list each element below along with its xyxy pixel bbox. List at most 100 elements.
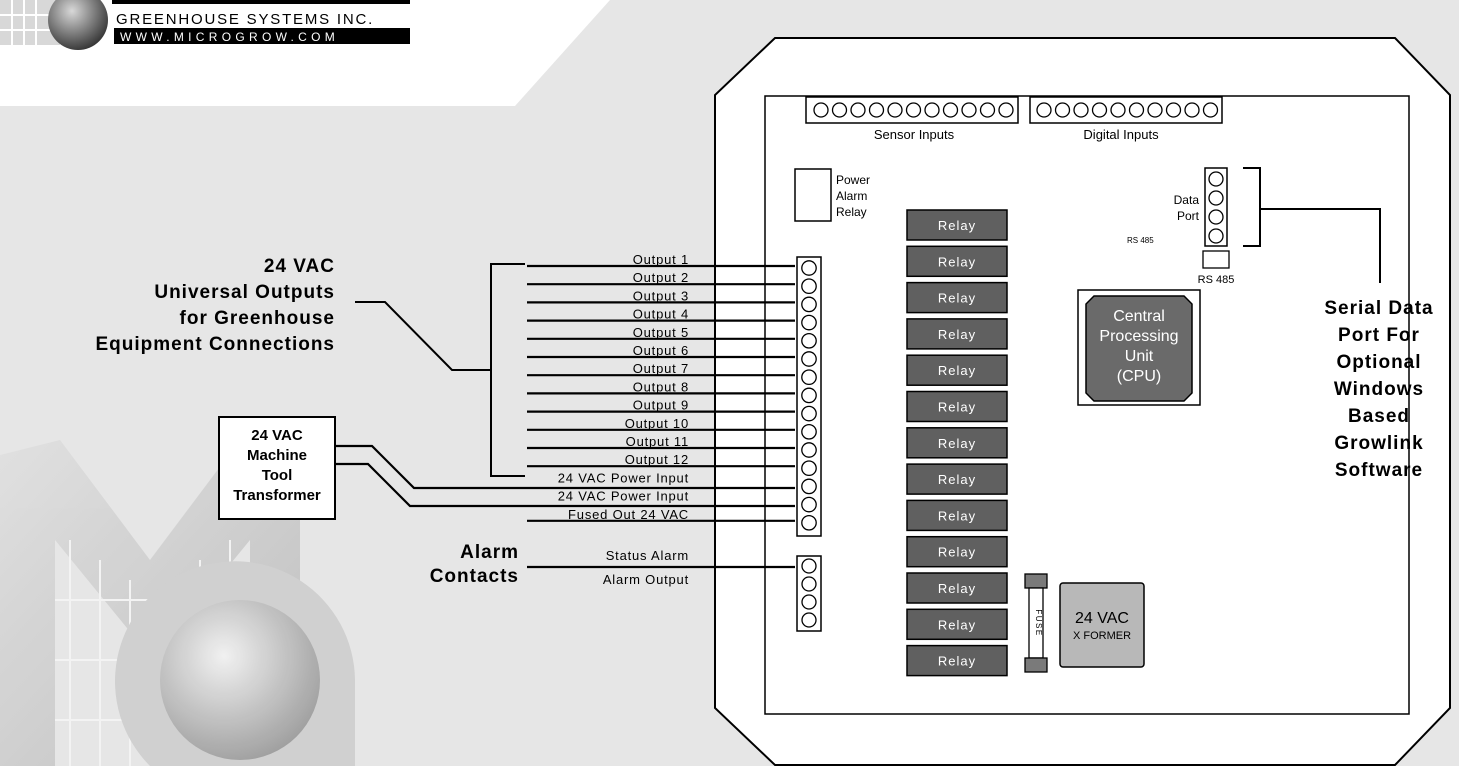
terminal-label: Output 3 bbox=[633, 288, 689, 303]
watermark-globe-icon bbox=[160, 600, 320, 760]
data-port-pin bbox=[1208, 190, 1224, 206]
terminal-label: Output 8 bbox=[633, 379, 689, 394]
outputs-callout-2: Universal Outputs bbox=[154, 282, 335, 303]
output-terminal-screw bbox=[801, 387, 817, 404]
sensor-input-pin bbox=[979, 102, 996, 118]
sensor-input-pin bbox=[998, 102, 1014, 118]
transformer-label-1: 24 VAC bbox=[251, 427, 303, 444]
relay-module bbox=[906, 245, 1008, 278]
outputs-bracket bbox=[355, 263, 525, 477]
power-alarm-relay bbox=[794, 168, 832, 222]
serial-callout-line: Based bbox=[1348, 406, 1410, 427]
cpu-label-3: Unit bbox=[1125, 348, 1154, 365]
digital-input-pin bbox=[1147, 102, 1163, 118]
digital-input-pin bbox=[1165, 102, 1182, 118]
data-port-pin bbox=[1208, 209, 1224, 225]
digital-input-pin bbox=[1128, 102, 1145, 118]
outputs-callout-3: for Greenhouse bbox=[180, 308, 335, 329]
xformer-block bbox=[1059, 582, 1145, 668]
terminal-label: Output 10 bbox=[625, 416, 689, 431]
relay-bank: RelayRelayRelayRelayRelayRelayRelayRelay… bbox=[906, 209, 1008, 677]
terminal-label: Output 5 bbox=[633, 325, 689, 340]
power-alarm-relay-label-2: Alarm bbox=[836, 189, 867, 203]
relay-label: Relay bbox=[938, 545, 976, 560]
relay-module bbox=[906, 318, 1008, 350]
relay-module bbox=[906, 354, 1008, 386]
serial-callout-line: Optional bbox=[1336, 352, 1421, 373]
digital-input-pin bbox=[1202, 102, 1219, 118]
digital-inputs-label: Digital Inputs bbox=[1083, 127, 1159, 142]
sensor-input-pin bbox=[961, 102, 977, 118]
output-terminal-screw bbox=[801, 278, 817, 295]
digital-input-pin bbox=[1091, 102, 1108, 118]
serial-callout-line: Port For bbox=[1338, 325, 1420, 346]
relay-module bbox=[906, 463, 1008, 495]
sensor-input-pin bbox=[887, 102, 903, 118]
alarm-callout-2: Contacts bbox=[430, 566, 519, 587]
serial-callout-line: Software bbox=[1335, 460, 1423, 481]
relay-module bbox=[906, 608, 1008, 641]
sensor-input-pin bbox=[942, 102, 959, 118]
output-terminal-screw bbox=[801, 478, 817, 495]
relay-module bbox=[906, 572, 1008, 604]
sensor-input-pin bbox=[905, 102, 922, 118]
output-terminal-screw bbox=[801, 369, 817, 386]
transformer-label-2: Machine bbox=[247, 447, 307, 464]
sensor-input-pin bbox=[813, 102, 829, 118]
terminal-label: Output 9 bbox=[633, 398, 689, 413]
relay-module bbox=[906, 427, 1008, 459]
transformer-label-3: Tool bbox=[262, 467, 293, 484]
fuse-label: FUSE bbox=[1034, 609, 1043, 636]
output-terminal-screw bbox=[801, 423, 817, 440]
terminal-label: 24 VAC Power Input bbox=[558, 489, 689, 504]
data-port-pin bbox=[1208, 171, 1224, 187]
data-port-label-2: Port bbox=[1177, 209, 1200, 223]
relay-label: Relay bbox=[938, 400, 976, 415]
serial-port-bracket bbox=[1243, 167, 1381, 283]
terminal-label: Output 7 bbox=[633, 361, 689, 376]
terminal-label: 24 VAC Power Input bbox=[558, 470, 689, 485]
relay-module bbox=[906, 535, 1008, 568]
digital-input-pin bbox=[1054, 102, 1071, 118]
output-terminal-screw bbox=[801, 460, 817, 477]
relay-module bbox=[906, 390, 1008, 423]
relay-module bbox=[906, 644, 1008, 677]
output-terminal-screw bbox=[801, 296, 817, 313]
watermark-logo bbox=[0, 440, 355, 766]
relay-label: Relay bbox=[938, 436, 976, 451]
power-alarm-relay-label-1: Power bbox=[836, 173, 870, 187]
rs485-label: RS 485 bbox=[1198, 274, 1235, 286]
data-port-pin bbox=[1208, 228, 1224, 244]
terminal-label: Output 1 bbox=[633, 252, 689, 267]
terminal-label: Output 11 bbox=[626, 434, 689, 449]
alarm-terminal-screw bbox=[801, 576, 817, 592]
terminal-label: Output 6 bbox=[633, 343, 689, 358]
relay-label: Relay bbox=[938, 617, 976, 632]
transformer-power-wires bbox=[335, 444, 795, 508]
company-logo: GREENHOUSE SYSTEMS INC. WWW.MICROGROW.CO… bbox=[0, 0, 410, 50]
cpu-label-4: (CPU) bbox=[1117, 368, 1161, 385]
sensor-input-pin bbox=[924, 102, 940, 118]
relay-module bbox=[906, 281, 1008, 314]
cpu-chip bbox=[1085, 295, 1193, 402]
relay-label: Relay bbox=[938, 363, 976, 378]
digital-input-pin bbox=[1073, 102, 1089, 118]
output-terminal-screw bbox=[801, 514, 817, 531]
relay-label: Relay bbox=[938, 472, 976, 487]
digital-input-pin bbox=[1184, 102, 1200, 118]
cpu-label-1: Central bbox=[1113, 308, 1165, 325]
terminal-label: Output 4 bbox=[633, 307, 689, 322]
relay-module bbox=[906, 209, 1008, 241]
output-terminal-screw bbox=[801, 260, 817, 276]
relay-label: Relay bbox=[938, 508, 976, 523]
relay-label: Relay bbox=[938, 581, 976, 596]
rs485-jumper bbox=[1202, 250, 1230, 269]
alarm-terminal-screw bbox=[801, 594, 817, 610]
globe-icon bbox=[48, 0, 108, 50]
fuse: FUSE bbox=[1024, 573, 1048, 673]
power-alarm-relay-label-3: Relay bbox=[836, 205, 867, 219]
company-url: WWW.MICROGROW.COM bbox=[120, 30, 339, 44]
output-terminal-screw bbox=[801, 314, 817, 331]
company-name: GREENHOUSE SYSTEMS INC. bbox=[116, 11, 374, 28]
